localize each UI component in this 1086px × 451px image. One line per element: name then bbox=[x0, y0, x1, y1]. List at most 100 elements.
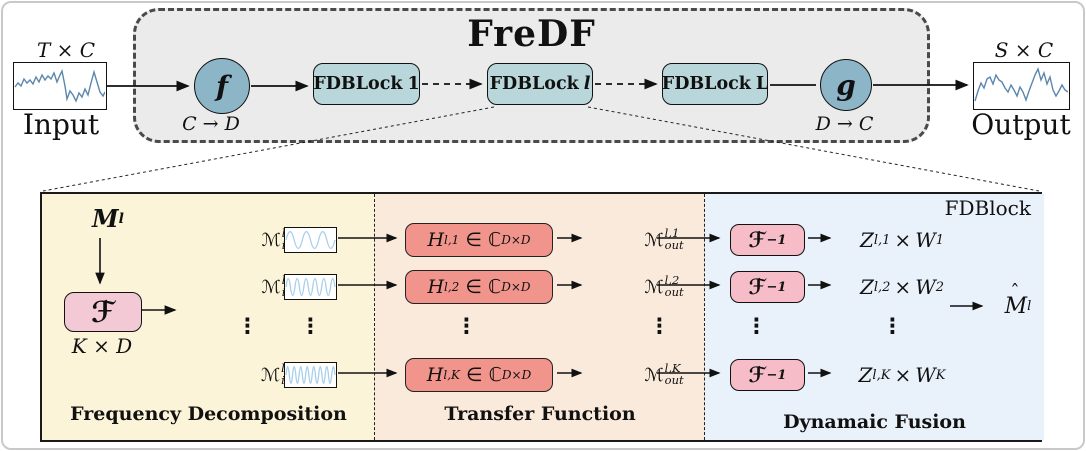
ifft-symbol: ℱ bbox=[748, 275, 766, 299]
w-base: W bbox=[915, 228, 936, 252]
mhat-base: M bbox=[1004, 293, 1028, 319]
h-sup: l,K bbox=[443, 368, 460, 382]
m-out-sup: l,1 bbox=[664, 226, 680, 240]
z-base: Z bbox=[859, 275, 874, 299]
element-of-symbol: ∈ bbox=[465, 229, 482, 251]
m-out-base: ℳ bbox=[644, 364, 664, 386]
fft-dimension-label: K × D bbox=[71, 334, 133, 358]
ifft-exponent: −1 bbox=[766, 232, 787, 248]
complex-set-symbol: ℂ bbox=[488, 364, 502, 386]
vertical-ellipsis: ⋮ bbox=[456, 314, 477, 338]
ifft-exponent: −1 bbox=[766, 279, 787, 295]
fredf-title: FreDF bbox=[467, 13, 596, 55]
complex-set-symbol: ℂ bbox=[487, 276, 502, 298]
fdblock-L-index: L bbox=[755, 74, 769, 94]
m-in-base: ℳ bbox=[261, 229, 281, 251]
w-sub: 2 bbox=[935, 279, 945, 295]
f-projection-node: f bbox=[194, 58, 250, 114]
mhat-sup: l bbox=[1027, 298, 1032, 314]
input-label: Input bbox=[22, 108, 100, 141]
element-of-symbol: ∈ bbox=[466, 364, 483, 386]
vertical-ellipsis: ⋮ bbox=[649, 314, 670, 338]
input-signal-box bbox=[13, 62, 107, 110]
fft-box: ℱ bbox=[64, 292, 142, 332]
inverse-fft-box-row2: ℱ−1 bbox=[730, 271, 805, 303]
w-base: W bbox=[915, 275, 936, 299]
h-base: H bbox=[427, 276, 445, 298]
wave-icon-high-frequency bbox=[284, 362, 337, 388]
input-dimension-label: T × C bbox=[36, 38, 96, 62]
frequency-decomposition-label: Frequency Decomposition bbox=[70, 403, 347, 425]
m-out-sub: out bbox=[664, 285, 684, 299]
vertical-ellipsis: ⋮ bbox=[746, 314, 767, 338]
hat-accent: ˆ bbox=[1010, 281, 1020, 303]
h-set-sup: D×D bbox=[501, 368, 532, 382]
wave-icon-low-frequency bbox=[284, 227, 337, 253]
m-out-sub: out bbox=[664, 373, 684, 387]
m-out-sub: out bbox=[664, 238, 684, 252]
h-sup: l,2 bbox=[444, 280, 460, 294]
times-symbol: × bbox=[894, 275, 912, 299]
g-mapping-label: D → C bbox=[815, 113, 874, 135]
times-symbol: × bbox=[894, 228, 912, 252]
fdblock-l-index: l bbox=[583, 74, 591, 94]
f-mapping-label: C → D bbox=[182, 113, 240, 135]
fdblock-1-name: FDBLock bbox=[313, 74, 403, 94]
output-waveform-icon bbox=[974, 67, 1069, 103]
h-sup: l,1 bbox=[444, 233, 460, 247]
input-waveform-icon bbox=[14, 68, 106, 103]
m-out-base: ℳ bbox=[644, 229, 664, 251]
inverse-fft-box-rowK: ℱ−1 bbox=[730, 359, 805, 391]
w-base: W bbox=[915, 363, 936, 387]
input-matrix-sup: l bbox=[118, 210, 124, 227]
fdblock-L-name: FDBLock bbox=[661, 74, 751, 94]
h-set-sup: D×D bbox=[501, 280, 531, 294]
fdblock-l-name: FDBLock bbox=[489, 74, 579, 94]
ifft-symbol: ℱ bbox=[748, 228, 766, 252]
z-sup: l,1 bbox=[873, 232, 891, 248]
wave-icon-mid-frequency bbox=[284, 274, 337, 300]
ifft-exponent: −1 bbox=[766, 367, 787, 383]
input-matrix-base: M bbox=[92, 204, 119, 233]
z-sup: l,2 bbox=[873, 279, 891, 295]
m-out-sup: l,2 bbox=[664, 273, 680, 287]
fdblock-1-index: 1 bbox=[407, 74, 420, 94]
output-signal-box bbox=[973, 62, 1070, 110]
m-out-sup: l,K bbox=[664, 361, 681, 375]
element-of-symbol: ∈ bbox=[465, 276, 482, 298]
times-symbol: × bbox=[894, 363, 912, 387]
transfer-function-label: Transfer Function bbox=[444, 403, 636, 425]
fdblock-detail-panel: FDBlock Ml ℱ K × D ℳl,1in ℳl,2in ℳl,Kin … bbox=[40, 192, 1044, 442]
vertical-ellipsis: ⋮ bbox=[237, 314, 258, 338]
z-base: Z bbox=[858, 363, 873, 387]
w-sub: 1 bbox=[935, 232, 945, 248]
ifft-symbol: ℱ bbox=[748, 363, 766, 387]
h-base: H bbox=[427, 229, 445, 251]
m-out-base: ℳ bbox=[644, 276, 664, 298]
fdblock-corner-label: FDBlock bbox=[944, 196, 1031, 220]
z-base: Z bbox=[859, 228, 874, 252]
w-sub: K bbox=[935, 367, 946, 383]
output-dimension-label: S × C bbox=[994, 38, 1054, 62]
inverse-fft-box-row1: ℱ−1 bbox=[730, 224, 805, 256]
dynamic-fusion-label: Dynamaic Fusion bbox=[783, 411, 966, 433]
vertical-ellipsis: ⋮ bbox=[882, 314, 903, 338]
h-set-sup: D×D bbox=[501, 233, 531, 247]
g-projection-node: g bbox=[820, 59, 872, 111]
h-base: H bbox=[426, 364, 444, 386]
complex-set-symbol: ℂ bbox=[487, 229, 502, 251]
